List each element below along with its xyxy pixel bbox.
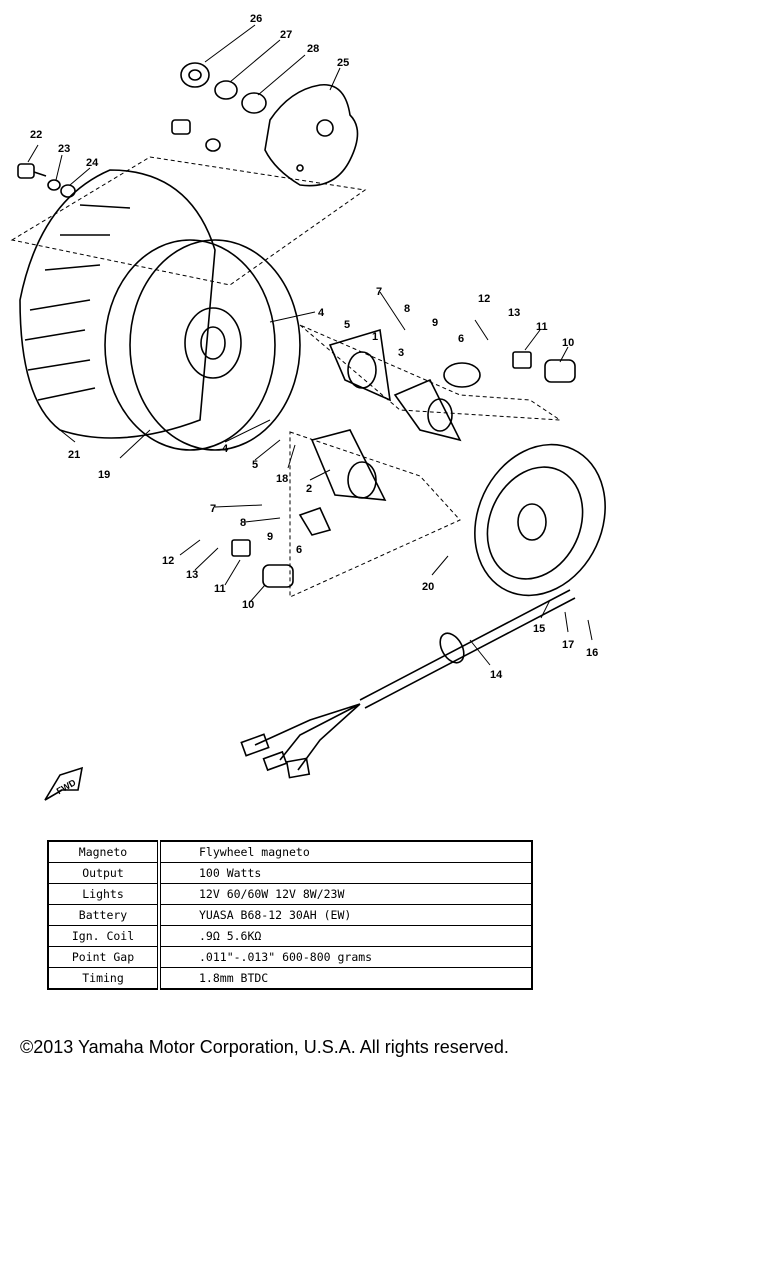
assembly-outline-top <box>10 156 367 286</box>
nut-washer-group <box>171 62 359 187</box>
leader-lines <box>27 24 593 666</box>
callout-23: 23 <box>58 143 70 155</box>
callout-6a: 6 <box>458 333 464 345</box>
breaker-plate <box>264 84 359 187</box>
table-row: Timing 1.8mm BTDC <box>47 967 533 990</box>
callout-7b: 7 <box>210 503 216 515</box>
callout-12b: 12 <box>162 555 174 567</box>
callout-4b: 4 <box>222 443 229 455</box>
callout-27: 27 <box>280 29 292 41</box>
cooling-fan <box>19 169 216 439</box>
callout-20: 20 <box>422 581 434 593</box>
callout-19: 19 <box>98 469 110 481</box>
table-row: Output 100 Watts <box>47 862 533 884</box>
callout-7a: 7 <box>376 286 382 298</box>
callout-8a: 8 <box>404 303 410 315</box>
spec-table: Magneto Flywheel magneto Output 100 Watt… <box>47 840 533 990</box>
spec-value: 1.8mm BTDC <box>158 967 533 990</box>
parts-diagram: 26 27 28 25 22 23 24 21 19 4 5 1 7 8 9 3… <box>10 13 606 801</box>
callout-24: 24 <box>86 157 99 169</box>
callout-21: 21 <box>68 449 80 461</box>
condenser-10 <box>231 351 576 588</box>
spec-label: Ign. Coil <box>47 925 161 947</box>
coil-1 <box>328 328 391 402</box>
callout-10a: 10 <box>562 337 574 349</box>
callout-18: 18 <box>276 473 288 485</box>
callout-labels: 26 27 28 25 22 23 24 21 19 4 5 1 7 8 9 3… <box>30 13 598 796</box>
callout-4a: 4 <box>318 307 325 319</box>
fwd-label: FWD <box>55 777 78 796</box>
table-row: Magneto Flywheel magneto <box>47 840 533 863</box>
coil-2 <box>310 429 387 501</box>
callout-5b: 5 <box>252 459 258 471</box>
callout-15: 15 <box>533 623 545 635</box>
callout-16: 16 <box>586 647 598 659</box>
wire-harness <box>240 589 576 779</box>
coil-3 <box>393 378 462 442</box>
callout-2: 2 <box>306 483 312 495</box>
callout-6b: 6 <box>296 544 302 556</box>
spec-value: .9Ω 5.6KΩ <box>158 925 533 947</box>
spec-label: Output <box>47 862 161 884</box>
spec-label: Timing <box>47 967 161 990</box>
stator-plate <box>474 443 606 597</box>
assembly-outline-right <box>299 324 562 421</box>
bolt-22 <box>17 163 76 198</box>
spec-label: Magneto <box>47 840 161 863</box>
flywheel-rotor <box>104 239 301 451</box>
callout-12a: 12 <box>478 293 490 305</box>
copyright-notice: ©2013 Yamaha Motor Corporation, U.S.A. A… <box>20 1037 509 1057</box>
callout-28: 28 <box>307 43 319 55</box>
callout-26: 26 <box>250 13 262 25</box>
table-row: Ign. Coil .9Ω 5.6KΩ <box>47 925 533 947</box>
spec-value: 12V 60/60W 12V 8W/23W <box>158 883 533 905</box>
callout-5a: 5 <box>344 319 350 331</box>
table-row: Battery YUASA B68-12 30AH (EW) <box>47 904 533 926</box>
spec-value: .011"-.013" 600-800 grams <box>158 946 533 968</box>
table-row: Lights 12V 60/60W 12V 8W/23W <box>47 883 533 905</box>
assembly-outline-lower <box>289 431 461 598</box>
callout-14: 14 <box>490 669 503 681</box>
spec-value: Flywheel magneto <box>158 840 533 863</box>
callout-13b: 13 <box>186 569 198 581</box>
callout-10b: 10 <box>242 599 254 611</box>
spec-label: Battery <box>47 904 161 926</box>
spec-label: Lights <box>47 883 161 905</box>
callout-13a: 13 <box>508 307 520 319</box>
callout-17: 17 <box>562 639 574 651</box>
fwd-arrow <box>44 766 84 801</box>
callout-9a: 9 <box>432 317 438 329</box>
callout-3: 3 <box>398 347 404 359</box>
contact-breaker-6 <box>298 362 481 536</box>
callout-8b: 8 <box>240 517 246 529</box>
callout-22: 22 <box>30 129 42 141</box>
spec-value: 100 Watts <box>158 862 533 884</box>
spec-value: YUASA B68-12 30AH (EW) <box>158 904 533 926</box>
callout-11b: 11 <box>214 583 226 595</box>
spec-label: Point Gap <box>47 946 161 968</box>
callout-9b: 9 <box>267 531 273 543</box>
callout-11a: 11 <box>536 321 548 333</box>
table-row: Point Gap .011"-.013" 600-800 grams <box>47 946 533 968</box>
callout-25: 25 <box>337 57 349 69</box>
callout-1: 1 <box>372 331 378 343</box>
